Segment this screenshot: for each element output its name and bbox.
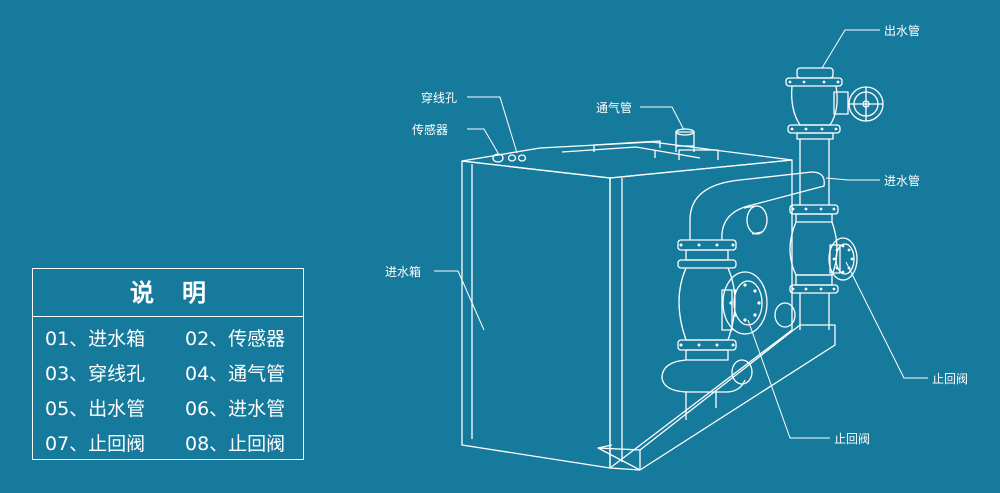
callout-cable-hole: 穿线孔 [421,91,458,105]
legend-item: 07、止回阀 [45,433,146,455]
legend-item: 02、传感器 [185,328,286,350]
callout-inlet-tank: 进水箱 [385,265,422,279]
callout-outlet-pipe: 出水管 [884,24,921,38]
legend-item: 06、进水管 [185,398,286,420]
callout-inlet-pipe: 进水管 [884,174,921,188]
check-valve-drawing [661,239,768,420]
callout-vent-pipe: 通气管 [596,101,633,115]
legend-item: 05、出水管 [45,398,146,420]
inlet-pipe-drawing [774,204,858,330]
legend-item: 01、进水箱 [45,328,146,350]
elbow-pipe-drawing [689,171,825,241]
sensor-drawing [492,153,527,163]
outlet-pipe-drawing [785,67,884,205]
callout-sensor: 传感器 [412,123,449,137]
callout-check-valve-right: 止回阀 [932,372,969,386]
legend-item: 03、穿线孔 [45,363,146,385]
vent-pipe-drawing [675,128,695,152]
flange-bolts [679,80,854,347]
legend-title: 说明 [33,269,303,317]
legend-list: 01、进水箱 02、传感器 03、穿线孔 04、通气管 05、出水管 06、进水… [33,317,303,460]
inlet-tank-drawing [461,140,836,471]
callout-check-valve-bottom: 止回阀 [834,432,871,446]
legend-item: 04、通气管 [185,363,286,385]
legend-item: 08、止回阀 [185,433,286,455]
legend-box: 说明 01、进水箱 02、传感器 03、穿线孔 04、通气管 05、出水管 06… [32,268,304,460]
leader-lines [434,29,928,439]
